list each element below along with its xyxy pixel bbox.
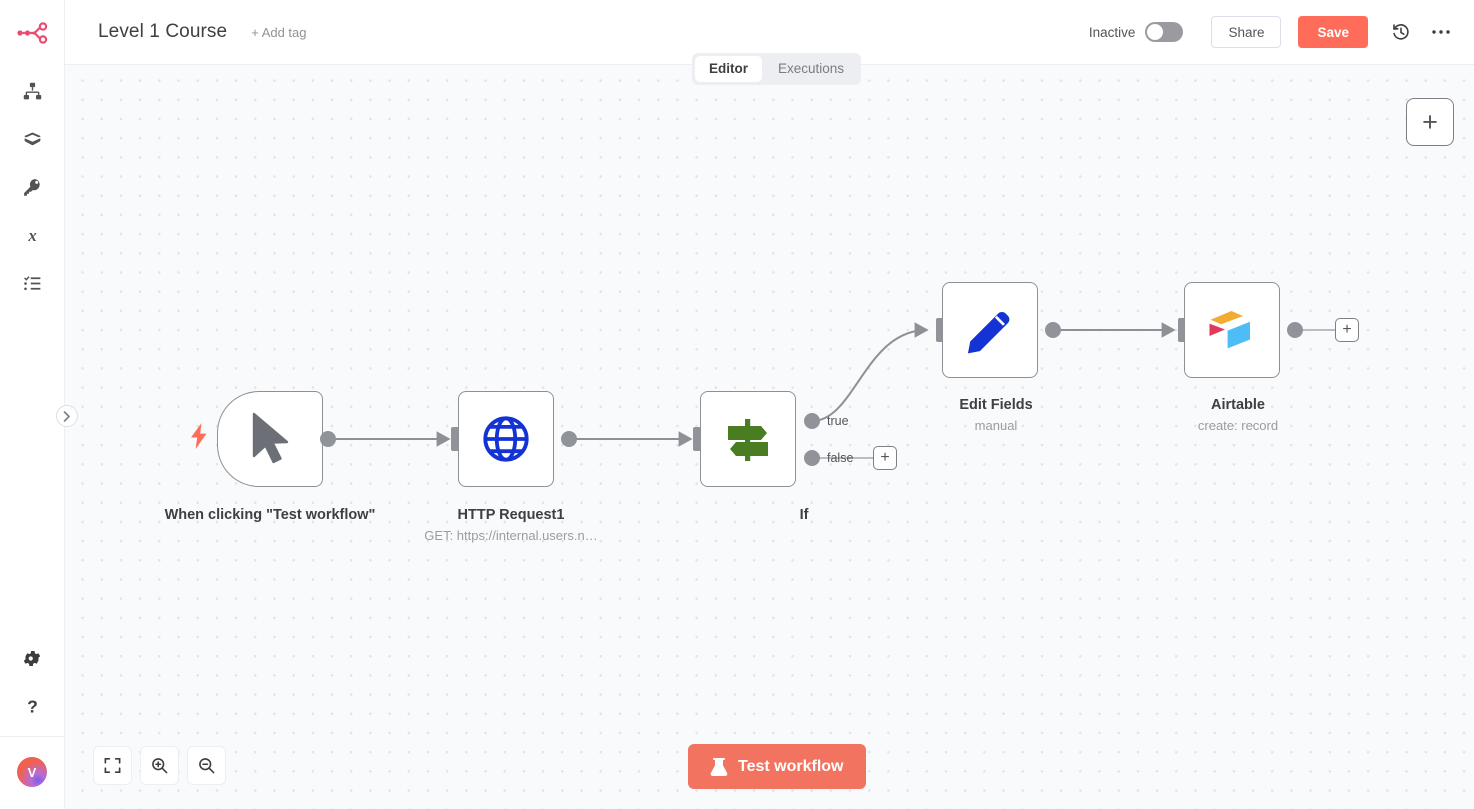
http-output-port[interactable] [561,431,577,447]
http-input-port [451,427,459,451]
sidebar-divider [0,736,65,737]
zoom-in-icon [152,758,168,774]
if-output-false-port[interactable] [804,450,820,466]
flask-icon [710,757,728,776]
sidebar-item-executions[interactable] [8,259,56,307]
tab-editor[interactable]: Editor [695,56,762,82]
zoom-to-fit-button[interactable] [93,746,132,785]
zoom-out-icon [199,758,215,774]
edit-fields-output-port[interactable] [1045,322,1061,338]
sidebar-expand-button[interactable] [56,405,78,427]
toggle-knob [1147,24,1164,40]
sidebar-item-variables[interactable]: x [8,211,56,259]
sidebar-item-settings[interactable] [8,634,56,682]
if-node-box[interactable] [700,391,796,487]
zoom-out-button[interactable] [187,746,226,785]
add-tag-button[interactable]: + Add tag [251,24,307,40]
avatar[interactable]: V [17,757,47,787]
output-label-false: false [827,451,854,465]
sidebar-bottom: ? V [0,634,65,809]
pencil-icon [967,311,1010,354]
node-label: Edit Fields [959,397,1033,413]
add-node-after-airtable-button[interactable]: + [1335,318,1359,342]
workflow-canvas[interactable]: + When clicking "Test workflow" [65,65,1474,809]
package-icon [23,132,41,145]
zoom-controls [93,746,226,785]
svg-text:?: ? [27,696,38,716]
zoom-in-button[interactable] [140,746,179,785]
sidebar-item-credentials[interactable] [8,163,56,211]
fit-view-icon [104,758,121,773]
test-workflow-button[interactable]: Test workflow [688,744,866,789]
help-icon: ? [27,696,38,716]
mouse-pointer-icon [252,412,289,464]
edit-fields-input-port [936,318,944,342]
history-button[interactable] [1386,17,1416,47]
share-button[interactable]: Share [1211,16,1282,48]
edge-if-true-to-edit-fields [811,322,929,422]
activation-status-label: Inactive [1088,24,1136,40]
node-subtitle: create: record [1197,418,1279,433]
airtable-node-box[interactable] [1184,282,1280,378]
add-node-button[interactable]: + [1406,98,1454,146]
lightning-bolt-icon [190,423,208,454]
more-options-button[interactable] [1426,17,1456,47]
if-output-true-port[interactable] [804,413,820,429]
trigger-node-box[interactable] [217,391,323,487]
ellipsis-icon [1432,30,1450,34]
node-subtitle: GET: https://internal.users.n… [424,528,598,543]
add-node-after-false-button[interactable]: + [873,446,897,470]
page-title[interactable]: Level 1 Course [98,21,228,42]
svg-text:x: x [27,225,36,244]
chevron-right-icon [63,410,70,422]
sidebar-item-help[interactable]: ? [8,682,56,730]
history-clock-icon [1393,24,1409,40]
checklist-icon [23,275,40,290]
output-label-true: true [827,414,849,428]
trigger-output-port[interactable] [320,431,336,447]
view-tabs: Editor Executions [692,53,862,85]
sidebar-item-overview[interactable] [8,67,56,115]
http-node-box[interactable] [458,391,554,487]
test-workflow-label: Test workflow [738,757,844,775]
n8n-logo-icon[interactable] [0,0,65,65]
if-input-port [693,427,701,451]
variable-x-icon: x [27,225,36,244]
globe-icon [483,416,529,462]
left-sidebar: x ? [0,0,65,809]
activate-workflow-toggle[interactable] [1145,22,1184,42]
save-button[interactable]: Save [1298,16,1368,48]
sidebar-item-templates[interactable] [8,115,56,163]
sitemap-icon [23,82,41,99]
sidebar-nav: x [8,67,56,307]
edit-fields-node-box[interactable] [942,282,1038,378]
signpost-icon [728,419,768,461]
node-subtitle: manual [974,418,1018,433]
node-label: HTTP Request1 [457,507,565,523]
node-label: If [799,507,809,523]
airtable-input-port [1178,318,1186,342]
tab-executions[interactable]: Executions [778,61,845,76]
node-label: Airtable [1211,397,1265,413]
airtable-icon [1209,311,1250,349]
key-icon [23,178,40,196]
gear-icon [23,650,40,666]
node-label: When clicking "Test workflow" [164,507,376,523]
airtable-output-port[interactable] [1287,322,1303,338]
